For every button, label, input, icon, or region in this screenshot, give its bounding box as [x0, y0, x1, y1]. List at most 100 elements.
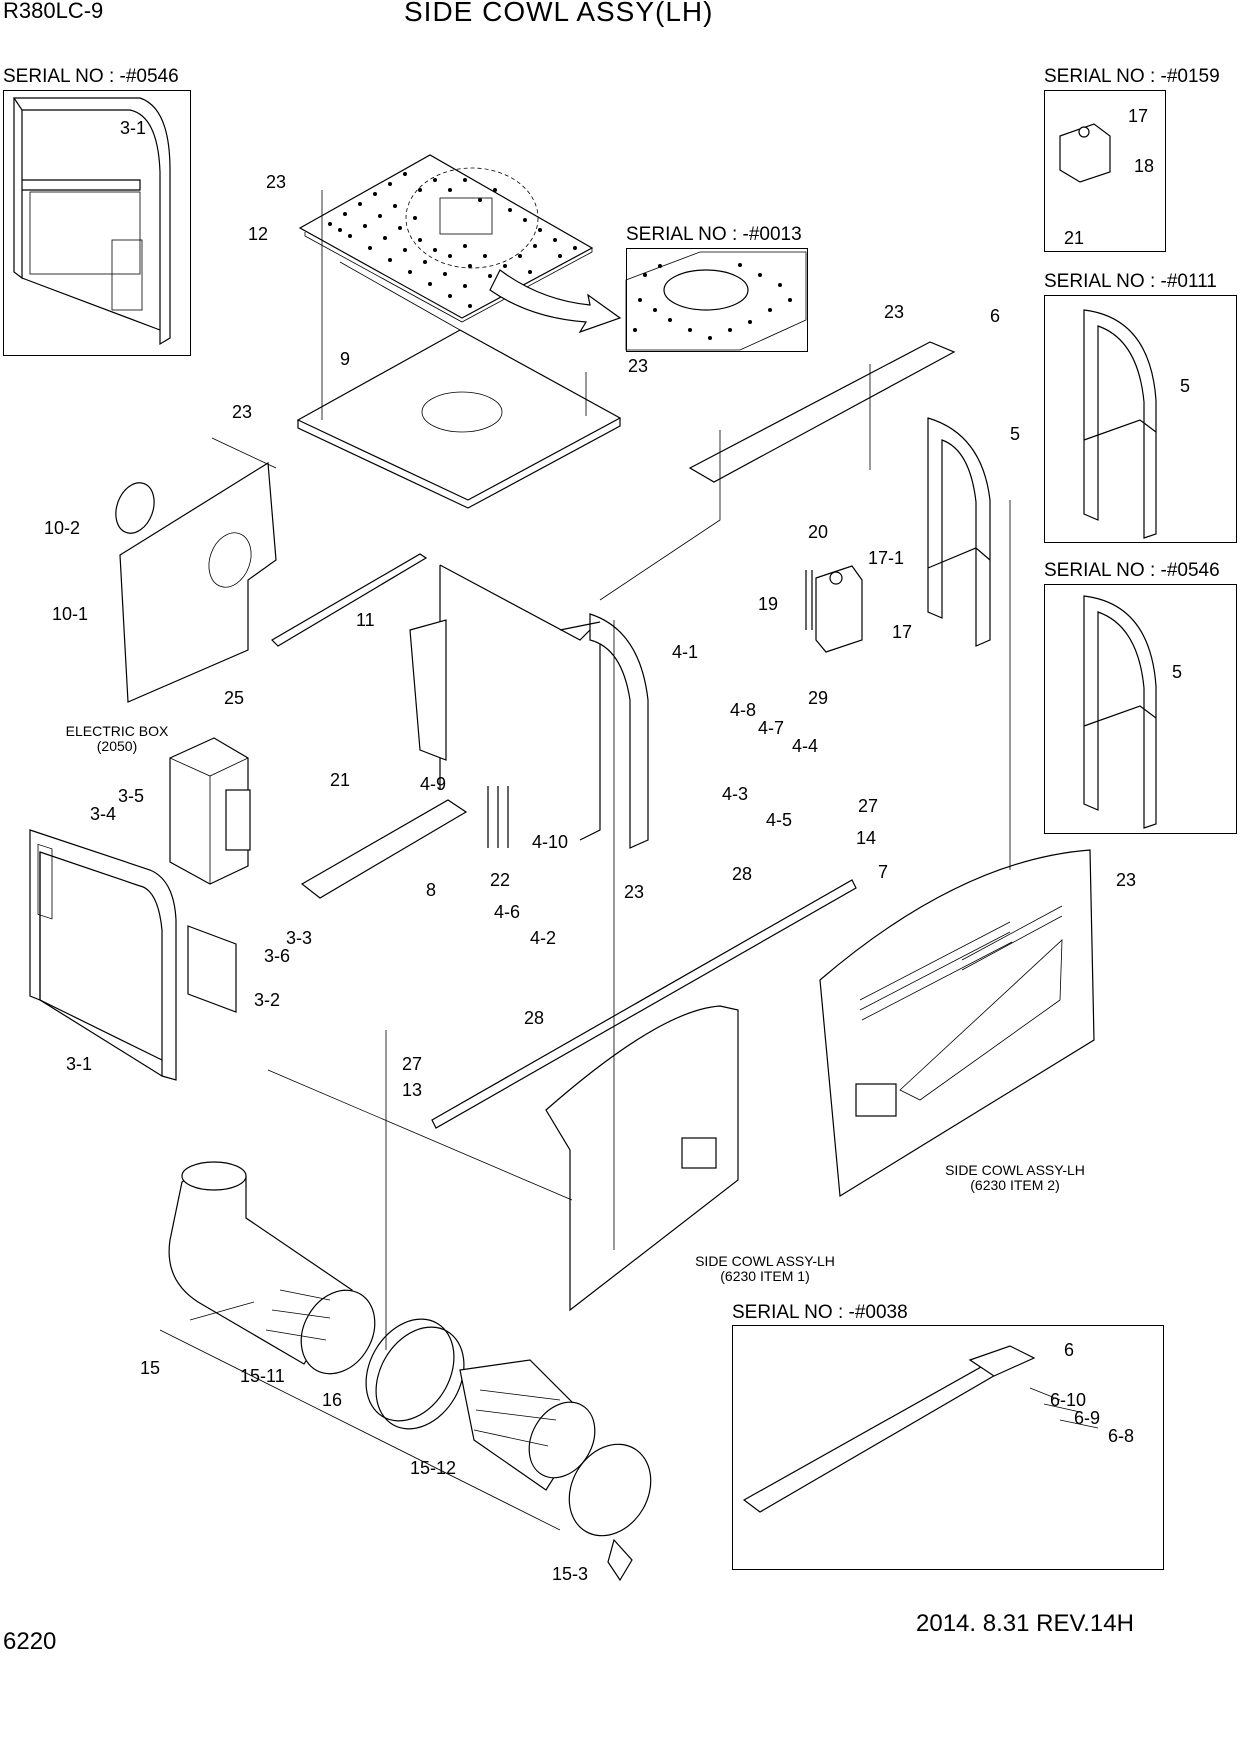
inset-frame-top-left: [3, 90, 191, 356]
callout-4-4: 4-4: [792, 736, 818, 756]
callout-17-inset: 17: [1128, 106, 1148, 126]
cowl-item2-label: SIDE COWL ASSY-LH: [945, 1162, 1085, 1178]
callout-22: 22: [490, 870, 510, 890]
part-frame-3-1-inset: [12, 97, 171, 346]
part-air-cleaner-15: [168, 1161, 376, 1375]
part-side-cowl-item2: [819, 849, 1095, 1198]
serial-right-mid: SERIAL NO : -#0111: [1044, 271, 1217, 292]
callout-27-b: 27: [858, 796, 878, 816]
serial-right-lower: SERIAL NO : -#0546: [1044, 560, 1220, 581]
part-hose-19: [805, 570, 813, 630]
callout-4-7: 4-7: [758, 718, 784, 738]
callout-15: 15: [140, 1358, 160, 1378]
part-clamp-16: [365, 1318, 465, 1430]
callout-6-9: 6-9: [1074, 1408, 1100, 1428]
callout-12: 12: [248, 224, 268, 244]
callout-4-6: 4-6: [494, 902, 520, 922]
callout-4-5: 4-5: [766, 810, 792, 830]
callout-3-3: 3-3: [286, 928, 312, 948]
cowl-item1-note: SIDE COWL ASSY-LH (6230 ITEM 1): [670, 1254, 860, 1284]
callout-3-6: 3-6: [264, 946, 290, 966]
part-seal-10-2: [115, 482, 155, 534]
callout-15-12: 15-12: [410, 1458, 456, 1478]
callout-21-a: 21: [330, 770, 350, 790]
callout-7: 7: [878, 862, 888, 882]
part-bar-11: [271, 553, 428, 647]
inset-frame-right-lower: [1044, 584, 1237, 834]
callout-18: 18: [1134, 156, 1154, 176]
callout-3-1: 3-1: [66, 1054, 92, 1074]
inset-frame-top-right: [1044, 90, 1166, 252]
plate-12-perforations: [328, 172, 577, 308]
callout-6-inset: 6: [1064, 1340, 1074, 1360]
part-support-6: [688, 341, 956, 483]
part-bracket-4-10: [487, 786, 509, 848]
part-cover-15-3: [568, 1443, 652, 1582]
part-support-6-inset: [742, 1345, 1099, 1513]
part-frame-5-inset-0111: [1083, 309, 1157, 539]
inset-frame-bottom-right: [732, 1325, 1164, 1570]
callout-29: 29: [808, 688, 828, 708]
part-tray-8: [300, 799, 468, 899]
callout-20: 20: [808, 522, 828, 542]
callout-4-3: 4-3: [722, 784, 748, 804]
part-panel-10-1: [119, 461, 277, 703]
inset-frame-right-mid: [1044, 295, 1237, 543]
page-title: SIDE COWL ASSY(LH): [404, 0, 714, 27]
callout-23-d: 23: [624, 882, 644, 902]
callout-13: 13: [402, 1080, 422, 1100]
part-reservoir-inset: [1059, 123, 1111, 183]
alignment-lines: [159, 190, 1011, 1531]
callout-8: 8: [426, 880, 436, 900]
callout-4-2: 4-2: [530, 928, 556, 948]
part-electric-box: [169, 737, 251, 885]
callout-23-f: 23: [1116, 870, 1136, 890]
callout-10-2: 10-2: [44, 518, 80, 538]
callout-5-inset-0111: 5: [1180, 376, 1190, 396]
serial-top-right: SERIAL NO : -#0159: [1044, 66, 1220, 87]
callout-14: 14: [856, 828, 876, 848]
serial-plate-inset: SERIAL NO : -#0013: [626, 224, 802, 245]
part-plate-12: [298, 154, 594, 323]
cowl-item1-label: SIDE COWL ASSY-LH: [695, 1253, 835, 1269]
callout-10-1: 10-1: [52, 604, 88, 624]
callout-labels: 3-1 23 12 9 23 23 10-2 10-1 11 25 3-5 3-…: [44, 106, 1190, 1584]
callout-23-c: 23: [232, 402, 252, 422]
callout-4-8: 4-8: [730, 700, 756, 720]
callout-6-8: 6-8: [1108, 1426, 1134, 1446]
callout-15-11: 15-11: [240, 1366, 285, 1386]
callout-19: 19: [758, 594, 778, 614]
callout-23-b: 23: [628, 356, 648, 376]
part-rod-7: [431, 879, 857, 1129]
revision-label: 2014. 8.31 REV.14H: [916, 1610, 1134, 1637]
callout-27-a: 27: [402, 1054, 422, 1074]
part-element-15-12: [459, 1359, 596, 1491]
callout-23-e: 23: [884, 302, 904, 322]
callout-28-b: 28: [732, 864, 752, 884]
cowl-item1-ref: (6230 ITEM 1): [720, 1268, 810, 1284]
electric-box-note: ELECTRIC BOX (2050): [52, 724, 182, 754]
callout-3-1-top: 3-1: [120, 118, 146, 138]
callout-4-9: 4-9: [420, 774, 446, 794]
callout-6: 6: [990, 306, 1000, 326]
serial-top-left: SERIAL NO : -#0546: [3, 66, 179, 87]
callout-3-4: 3-4: [90, 804, 116, 824]
electric-box-label: ELECTRIC BOX: [65, 723, 169, 739]
part-frame-5: [927, 417, 991, 647]
callout-3-5: 3-5: [118, 786, 144, 806]
cowl-item2-note: SIDE COWL ASSY-LH (6230 ITEM 2): [920, 1163, 1110, 1193]
callout-4-10: 4-10: [532, 832, 568, 852]
inset-frame-plate: [626, 248, 808, 352]
page-number: 6220: [3, 1628, 57, 1655]
callout-28-a: 28: [524, 1008, 544, 1028]
part-cover-3-2: [187, 925, 237, 1013]
plate-detail-arrow: [489, 269, 622, 334]
callout-4-1: 4-1: [672, 642, 698, 662]
cowl-item2-ref: (6230 ITEM 2): [970, 1177, 1060, 1193]
callout-17-1: 17-1: [868, 548, 904, 568]
part-plate-inset: [625, 251, 807, 351]
callout-21-inset: 21: [1064, 228, 1084, 248]
callout-17-main: 17: [892, 622, 912, 642]
part-frame-4-1: [409, 564, 649, 849]
callout-5-main: 5: [1010, 424, 1020, 444]
